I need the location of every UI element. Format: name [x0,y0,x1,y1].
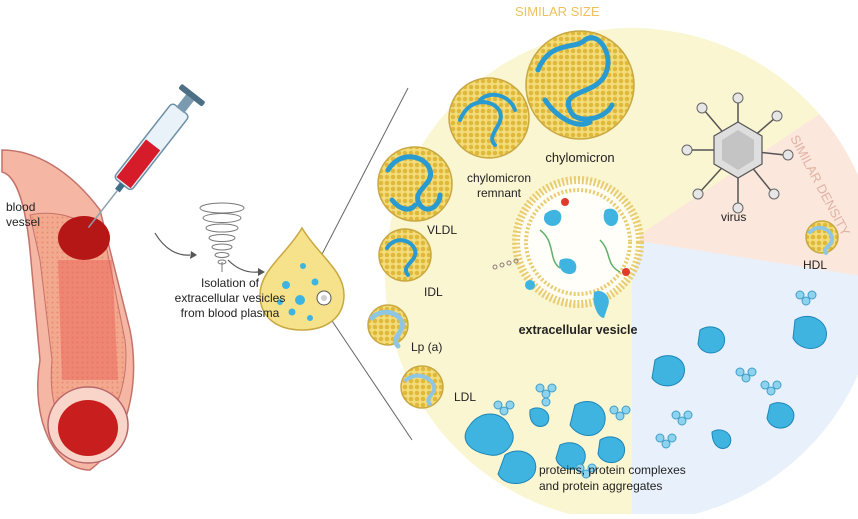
isolation-label-2: extracellular vesicles [175,291,286,305]
hdl-particle [805,220,839,255]
virus-label: virus [721,210,746,224]
centrifuge-spiral-icon [199,202,245,272]
arrow-head-1 [190,251,197,259]
chylomicron-label: chylomicron [545,150,614,165]
blood-vessel [1,149,135,471]
protein-cluster-left [464,401,626,484]
connector-line-bottom [317,299,413,441]
vldl-label: VLDL [427,223,457,237]
arrow-to-drop [227,259,259,273]
extracellular-vesicle [492,176,644,318]
antibody-cluster-left [493,383,631,479]
idl-particle [378,228,432,282]
protein-cluster-right [651,315,827,449]
lpa-particle [367,304,409,349]
arrow-to-centrifuge [154,232,191,256]
blood-vessel-label-2: vessel [6,215,40,229]
isolation-label-1: Isolation of [201,276,260,290]
virus-particle [681,92,794,214]
ldl-particle [400,365,444,409]
plasma-drop [259,226,345,331]
chylomicron-particle [525,30,635,140]
similar-size-label: SIMILAR SIZE [515,4,600,19]
chylomicron-remnant-label-2: remnant [477,186,522,200]
idl-label: IDL [424,285,443,299]
blood-vessel-label-1: blood [6,200,35,214]
syringe-icon [87,84,205,229]
lpa-label: Lp (a) [411,340,442,354]
proteins-label-1: proteins, protein complexes [539,463,686,477]
proteins-label-2: and protein aggregates [539,479,662,493]
isolation-label-3: from blood plasma [181,306,280,320]
ev-label: extracellular vesicle [519,323,638,337]
chylomicron-remnant-label-1: chylomicron [467,171,531,185]
connector-line-top [317,87,409,263]
ldl-label: LDL [454,390,476,404]
hdl-label: HDL [803,258,827,272]
chylomicron-remnant-particle [448,77,530,159]
arrow-head-2 [258,268,265,276]
antibody-cluster-right [655,290,817,449]
vldl-particle [377,146,453,222]
